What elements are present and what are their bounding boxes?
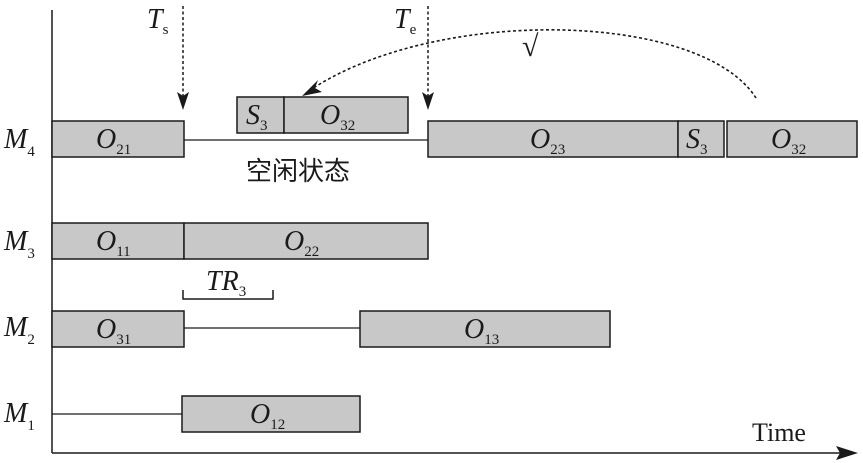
block-s3-m4-label: S3	[686, 124, 708, 158]
block-s3-moved-label: S3	[246, 100, 268, 134]
block-o12-m1-label: O12	[250, 399, 285, 433]
idle-state-label: 空闲状态	[246, 157, 350, 187]
block-o22-m3	[183, 222, 429, 260]
machine-label-m4: M4	[3, 124, 35, 160]
check-mark: √	[522, 30, 539, 63]
machine-label-m3: M3	[3, 226, 35, 262]
block-o32-m4-label: O32	[771, 124, 806, 158]
te-arrowhead	[422, 92, 434, 110]
move-curve-arrowhead	[302, 80, 322, 96]
block-o13-m2	[359, 310, 611, 348]
ts-arrowhead	[177, 92, 189, 110]
block-o21-m4-label: O21	[96, 124, 131, 158]
block-o31-m2	[51, 310, 185, 348]
block-o22-m3-label: O22	[284, 226, 319, 260]
tr-label: TR3	[206, 266, 246, 300]
block-o21-m4	[51, 120, 185, 158]
x-axis-arrowhead	[836, 446, 858, 460]
block-o32-m4	[726, 120, 858, 158]
te-marker-label: Te	[394, 4, 417, 38]
block-o23-m4-label: O23	[530, 124, 565, 158]
move-curve-arrow	[305, 29, 757, 99]
machine-label-m1: M1	[3, 398, 35, 434]
tr-bracket	[182, 290, 274, 300]
block-o13-m2-label: O13	[464, 314, 499, 348]
block-o23-m4	[427, 120, 679, 158]
block-o32-moved	[283, 96, 409, 134]
ts-marker-label: Ts	[147, 4, 169, 38]
block-o12-m1	[181, 395, 361, 433]
block-o32-moved-label: O32	[320, 100, 355, 134]
block-o11-m3	[51, 222, 185, 260]
machine-label-m2: M2	[3, 312, 35, 348]
x-axis-label: Time	[752, 418, 806, 447]
block-s3-m4	[677, 120, 725, 158]
block-o11-m3-label: O11	[96, 226, 131, 260]
block-o31-m2-label: O31	[96, 314, 131, 348]
